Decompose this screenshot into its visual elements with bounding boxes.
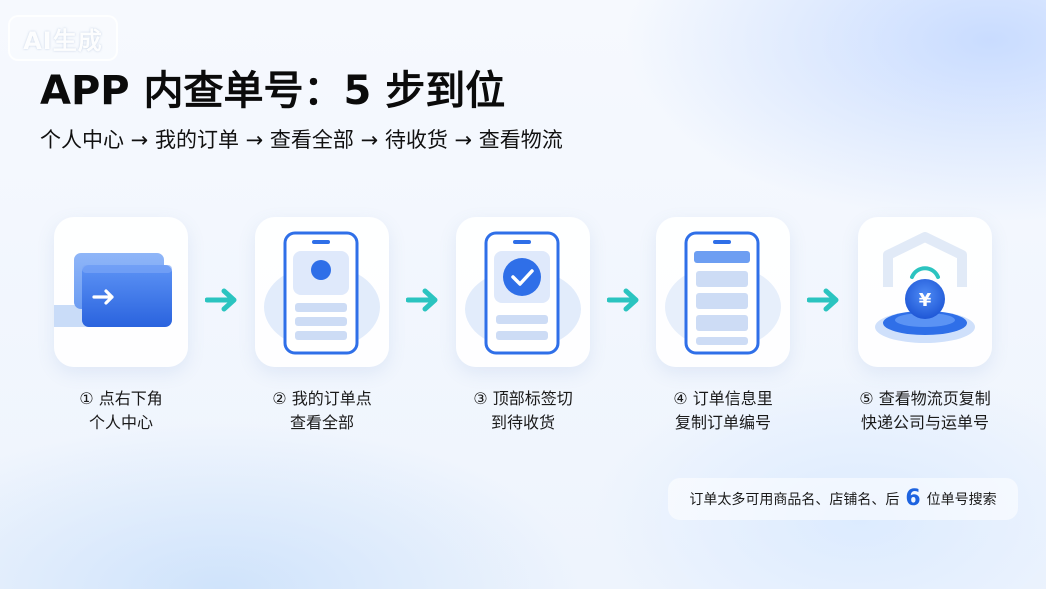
- step-arrow-icon: [406, 288, 438, 312]
- svg-text:¥: ¥: [919, 290, 932, 311]
- step-1-card: [54, 217, 188, 367]
- tip-digit-count: 6: [905, 486, 921, 511]
- step-2-label: ② 我的订单点 查看全部: [237, 387, 407, 435]
- step-4-line1: ④ 订单信息里: [673, 389, 773, 408]
- step-1-line1: ① 点右下角: [79, 389, 163, 408]
- step-arrow-icon: [205, 288, 237, 312]
- tip-text-after: 位单号搜索: [926, 492, 997, 508]
- step-5-label: ⑤ 查看物流页复制 快递公司与运单号: [840, 387, 1010, 435]
- step-1-line2: 个人中心: [88, 413, 153, 432]
- phone-list-icon: [665, 231, 781, 355]
- step-3-line2: 到待收货: [490, 413, 555, 432]
- step-1-label: ① 点右下角 个人中心: [36, 387, 206, 435]
- tip-text-before: 订单太多可用商品名、店铺名、后: [689, 492, 900, 508]
- search-tip: 订单太多可用商品名、店铺名、后 6 位单号搜索: [668, 478, 1018, 520]
- phone-profile-icon: [264, 231, 380, 355]
- step-arrow-icon: [607, 288, 639, 312]
- cards-arrow-icon: [54, 253, 172, 327]
- step-5-line1: ⑤ 查看物流页复制: [859, 389, 991, 408]
- step-3-line1: ③ 顶部标签切: [473, 389, 573, 408]
- step-5-card: ¥: [858, 217, 992, 367]
- step-arrow-icon: [807, 288, 839, 312]
- page-title: APP 内查单号：5 步到位: [40, 68, 506, 114]
- step-3-card: [456, 217, 590, 367]
- step-2-line2: 查看全部: [289, 413, 354, 432]
- navigation-path: 个人中心 → 我的订单 → 查看全部 → 待收货 → 查看物流: [40, 128, 563, 152]
- step-4-label: ④ 订单信息里 复制订单编号: [638, 387, 808, 435]
- ai-generated-badge: AI生成: [8, 15, 118, 61]
- step-4-card: [656, 217, 790, 367]
- step-3-label: ③ 顶部标签切 到待收货: [438, 387, 608, 435]
- step-2-line1: ② 我的订单点: [272, 389, 372, 408]
- phone-check-icon: [465, 231, 581, 355]
- step-4-line2: 复制订单编号: [674, 413, 771, 432]
- coin-pedestal-icon: ¥: [875, 232, 975, 343]
- step-5-line2: 快递公司与运单号: [860, 413, 989, 432]
- step-2-card: [255, 217, 389, 367]
